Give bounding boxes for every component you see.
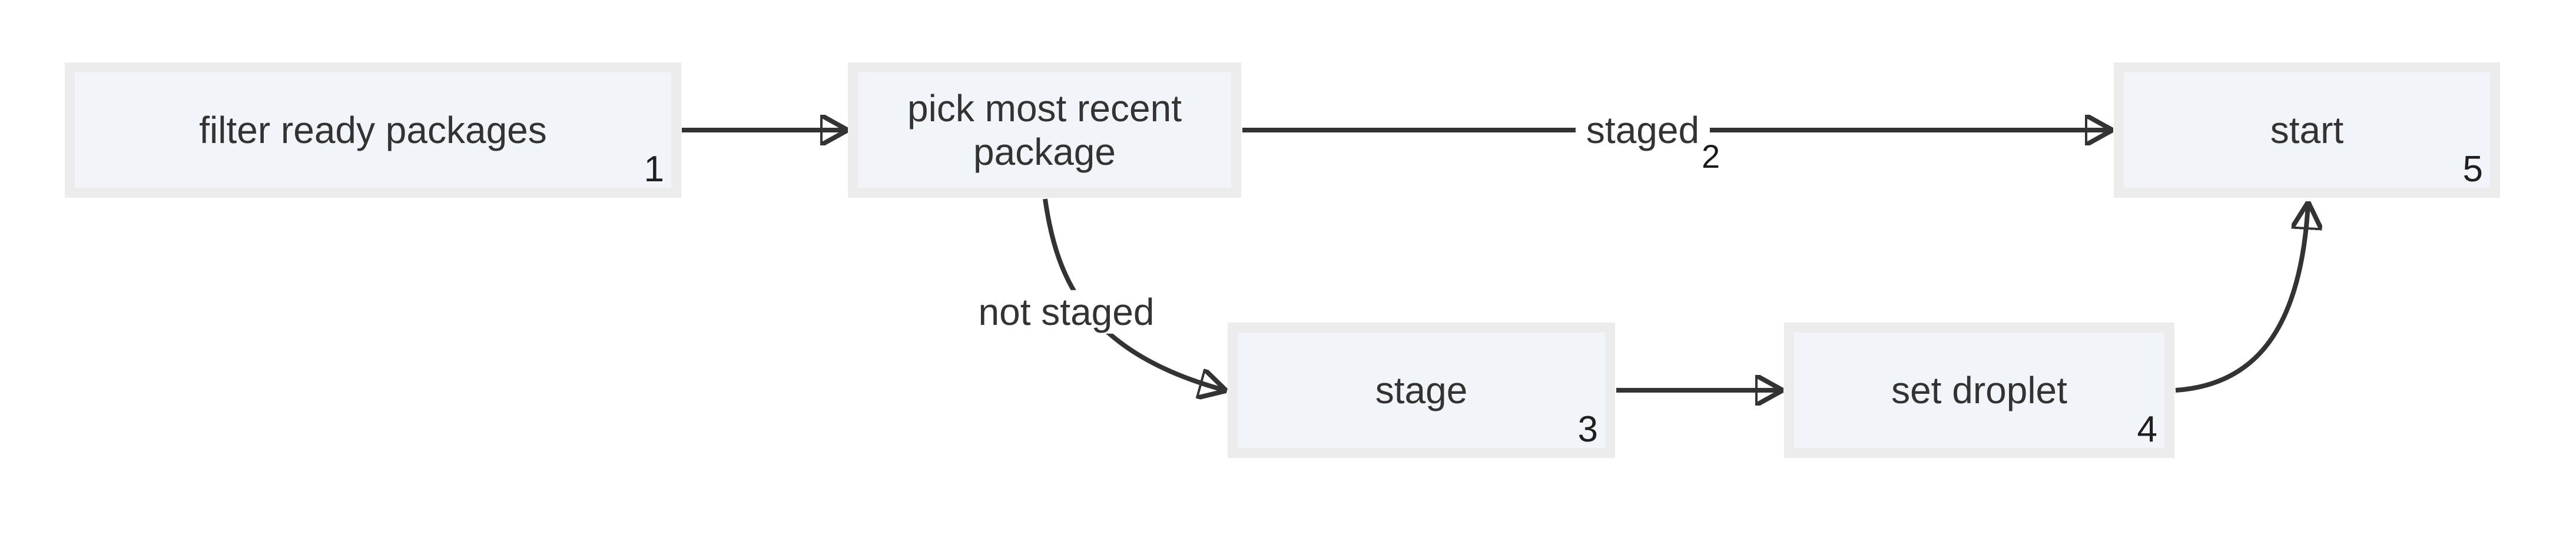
node-stage: stage 3 xyxy=(1228,323,1615,458)
node-number-badge: 1 xyxy=(644,149,664,190)
node-filter-ready-packages: filter ready packages 1 xyxy=(65,62,681,198)
edge-setdroplet-to-start-line xyxy=(2175,204,2308,393)
edge-number-staged: 2 xyxy=(1702,138,1720,175)
edge-label-not-staged: not staged xyxy=(967,290,1165,334)
node-number-badge: 3 xyxy=(1577,409,1598,450)
node-label: filter ready packages xyxy=(199,108,547,151)
node-label: set droplet xyxy=(1891,368,2067,411)
edge-label-staged: staged xyxy=(1575,108,1710,152)
node-set-droplet: set droplet 4 xyxy=(1784,323,2174,458)
node-number-badge: 4 xyxy=(2137,409,2157,450)
node-label: start xyxy=(2270,108,2344,151)
node-label: pick most recent package xyxy=(907,87,1182,173)
node-number-badge: 5 xyxy=(2462,149,2483,190)
node-label: stage xyxy=(1375,368,1468,411)
node-start: start 5 xyxy=(2114,62,2500,198)
node-pick-most-recent-package: pick most recent package xyxy=(848,62,1241,198)
